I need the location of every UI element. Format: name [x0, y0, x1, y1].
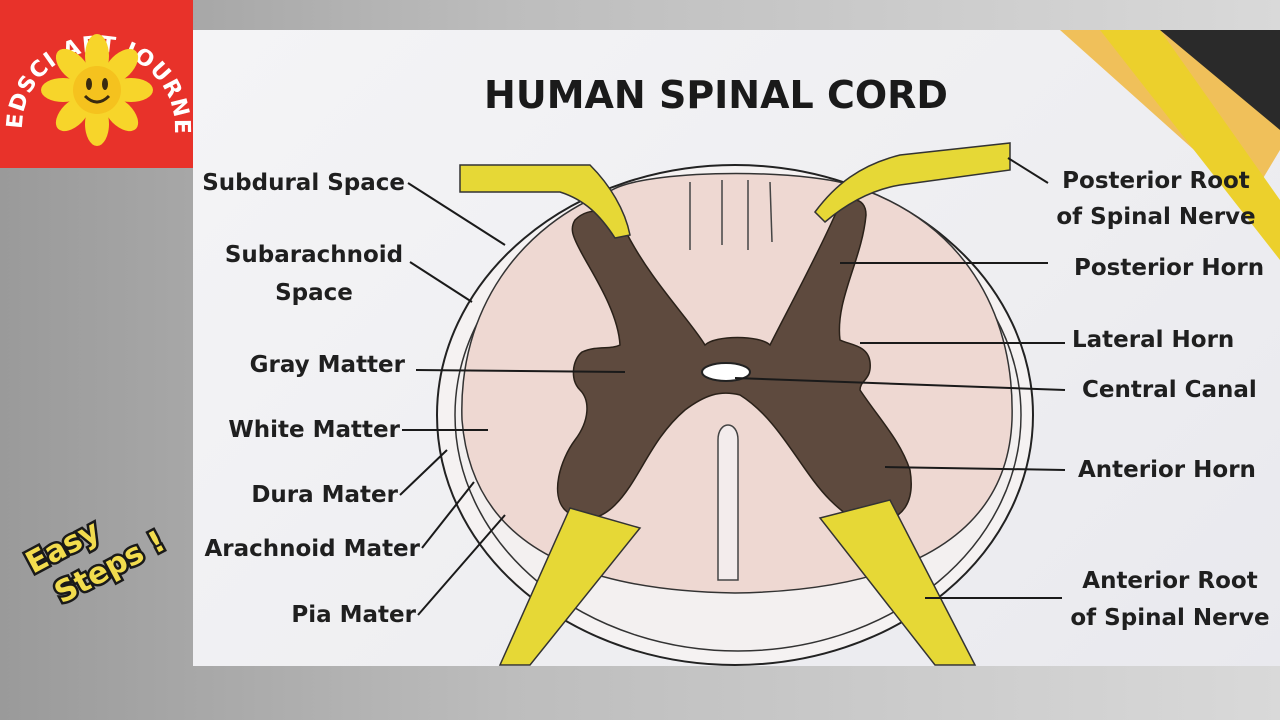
easy-steps-badge: Easy Steps !	[10, 480, 180, 620]
label-anterior-root-line1: Anterior Root	[1082, 568, 1257, 594]
posterior-root-right	[814, 142, 1011, 224]
label-subdural-space: Subdural Space	[202, 170, 405, 196]
label-central-canal: Central Canal	[1082, 377, 1257, 403]
label-dura-mater: Dura Mater	[251, 482, 398, 508]
posterior-root-left	[459, 164, 631, 239]
label-posterior-root-line1: Posterior Root	[1062, 168, 1250, 194]
label-posterior-horn: Posterior Horn	[1074, 255, 1264, 281]
label-subarachnoid-line2: Space	[275, 280, 353, 306]
anterior-root-left	[498, 507, 642, 666]
central-canal	[701, 362, 751, 382]
label-anterior-horn: Anterior Horn	[1078, 457, 1256, 483]
label-anterior-root-line2: of Spinal Nerve	[1070, 605, 1269, 631]
leader-lines	[399, 157, 1066, 616]
page-title: HUMAN SPINAL CORD	[484, 73, 948, 117]
label-arachnoid-mater: Arachnoid Mater	[204, 536, 420, 562]
easy-steps-graphic: Easy Steps !	[18, 511, 174, 614]
label-gray-matter: Gray Matter	[250, 352, 406, 378]
anterior-root-right	[818, 499, 977, 666]
posterior-septum	[689, 180, 773, 250]
logo-graphic: MEDSCI ART JOURNEY	[0, 0, 193, 146]
label-lateral-horn: Lateral Horn	[1072, 327, 1234, 353]
flower-icon	[41, 34, 153, 146]
label-posterior-root-line2: of Spinal Nerve	[1056, 204, 1255, 230]
label-subarachnoid-line1: Subarachnoid	[225, 242, 403, 268]
logo: MEDSCI ART JOURNEY	[0, 0, 193, 168]
label-white-matter: White Matter	[228, 417, 400, 443]
anterior-median-fissure	[717, 424, 739, 581]
label-pia-mater: Pia Mater	[291, 602, 416, 628]
pencil-decoration	[1060, 30, 1280, 260]
